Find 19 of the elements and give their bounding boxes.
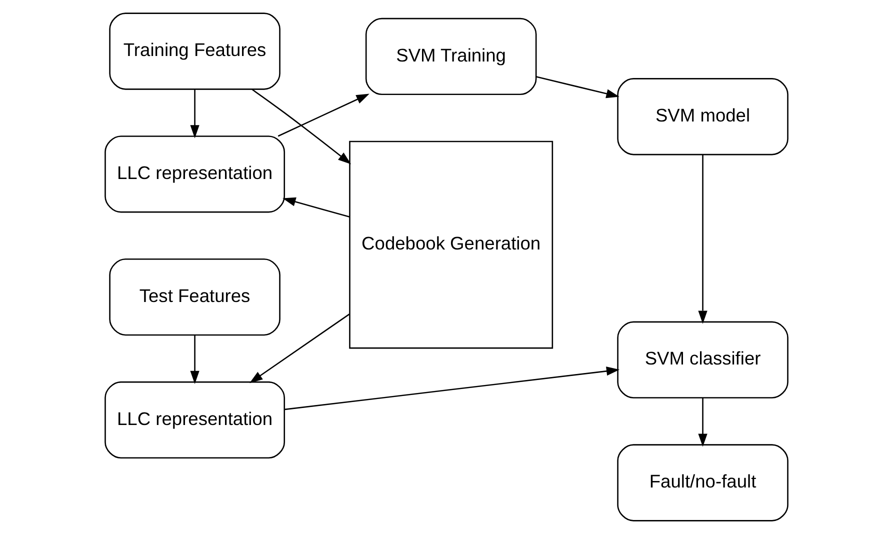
node-box: SVM Training: [365, 18, 537, 96]
arrow: [190, 89, 200, 138]
arrow: [252, 88, 352, 164]
arrow: [282, 197, 350, 218]
arrow: [284, 366, 620, 410]
node-box: Training Features: [109, 12, 280, 90]
node-box: SVM classifier: [617, 321, 788, 398]
arrow: [698, 154, 708, 324]
arrow: [698, 398, 708, 447]
node-box: Codebook Generation: [349, 140, 554, 349]
node-box: Test Features: [109, 258, 280, 336]
node-box: SVM model: [617, 78, 788, 156]
arrow: [190, 335, 200, 384]
arrow: [250, 314, 350, 384]
node-box: LLC representation: [104, 381, 286, 459]
arrow: [278, 94, 370, 137]
node-box: Fault/no-fault: [617, 444, 788, 522]
node-box: LLC representation: [104, 136, 286, 213]
arrow: [536, 76, 620, 98]
